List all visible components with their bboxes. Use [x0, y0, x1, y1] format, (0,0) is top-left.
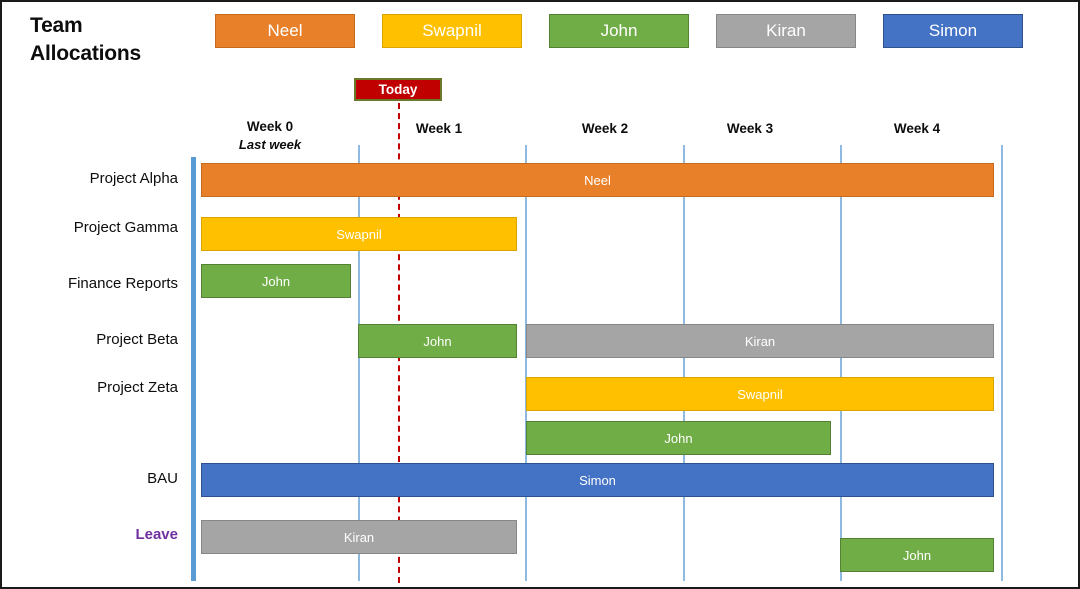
gridline-3 — [840, 145, 842, 581]
week-label-0: Week 0 — [246, 119, 294, 134]
legend-chip-simon[interactable]: Simon — [883, 14, 1023, 48]
legend-chip-john[interactable]: John — [549, 14, 689, 48]
task-bar-leave-john[interactable]: John — [840, 538, 994, 572]
legend: Neel Swapnil John Kiran Simon — [215, 14, 1023, 48]
row-label-project-gamma: Project Gamma — [73, 219, 178, 236]
page-title-line1: Team — [30, 14, 83, 37]
task-bar-project-beta-john[interactable]: John — [358, 324, 517, 358]
task-bar-project-zeta-john[interactable]: John — [526, 421, 831, 455]
legend-chip-swapnil[interactable]: Swapnil — [382, 14, 522, 48]
task-bar-finance-reports-john[interactable]: John — [201, 264, 351, 298]
week-sublabel-0: Last week — [238, 137, 302, 152]
page-title: Team Allocations — [30, 12, 200, 67]
week-label-1: Week 1 — [415, 121, 463, 136]
gridline-2 — [683, 145, 685, 581]
task-bar-bau-simon[interactable]: Simon — [201, 463, 994, 497]
row-label-project-zeta: Project Zeta — [97, 379, 178, 396]
gridline-0 — [358, 145, 360, 581]
week-label-4: Week 4 — [893, 121, 941, 136]
gridline-4 — [1001, 145, 1003, 581]
row-label-project-beta: Project Beta — [96, 331, 178, 348]
task-bar-project-gamma-swapnil[interactable]: Swapnil — [201, 217, 517, 251]
week-label-3: Week 3 — [726, 121, 774, 136]
legend-chip-kiran[interactable]: Kiran — [716, 14, 856, 48]
row-label-project-alpha: Project Alpha — [89, 170, 178, 187]
task-bar-project-beta-kiran[interactable]: Kiran — [526, 324, 994, 358]
task-bar-leave-kiran[interactable]: Kiran — [201, 520, 517, 554]
legend-chip-neel[interactable]: Neel — [215, 14, 355, 48]
task-bar-project-alpha-neel[interactable]: Neel — [201, 163, 994, 197]
vertical-axis — [191, 157, 196, 581]
gridline-1 — [525, 145, 527, 581]
page-title-line2: Allocations — [30, 41, 141, 65]
today-badge: Today — [354, 78, 442, 101]
task-bar-project-zeta-swapnil[interactable]: Swapnil — [526, 377, 994, 411]
week-label-2: Week 2 — [581, 121, 629, 136]
row-label-bau: BAU — [147, 470, 178, 487]
row-label-leave: Leave — [135, 526, 178, 543]
row-label-finance-reports: Finance Reports — [67, 275, 178, 292]
